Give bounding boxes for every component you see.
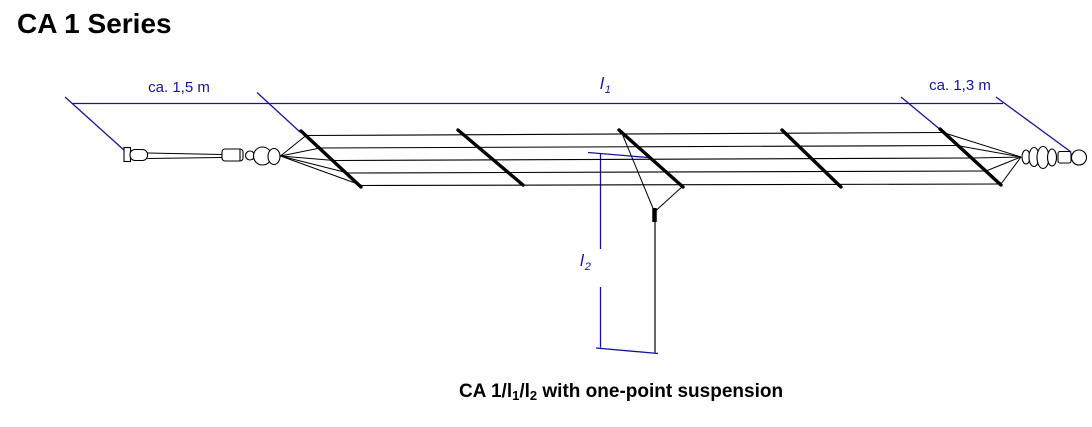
drop-dimension-bottom-tick	[595, 347, 659, 355]
dimension-label-right-span: ca. 1,3 m	[929, 77, 991, 94]
extension-line-far-left	[64, 96, 126, 152]
fan-wire	[280, 135, 307, 157]
dimension-label-main-span: l1	[600, 74, 611, 96]
shackle-loop-icon	[129, 148, 149, 162]
suspension-bridle-left	[620, 130, 654, 210]
dimension-label-main-base: l	[600, 74, 604, 93]
fan-wire	[280, 155, 349, 174]
caption-l1: l	[506, 381, 513, 402]
fan-wire	[985, 156, 1022, 172]
caption-l2-sub: 2	[529, 388, 538, 403]
dimension-label-left-span: ca. 1,5 m	[148, 79, 210, 96]
page-title: CA 1 Series	[17, 8, 172, 39]
suspension-assembly	[620, 130, 684, 353]
drop-dimension	[587, 151, 659, 355]
spreader-bar-5	[938, 127, 1003, 187]
right-end-hardware	[1021, 145, 1088, 170]
fan-wire	[280, 155, 335, 161]
dimension-label-main-sub: 1	[604, 84, 611, 96]
fan-wire	[280, 147, 321, 157]
spreader-bars	[299, 127, 1003, 189]
dimension-label-drop-sub: 2	[584, 261, 591, 273]
extension-line-left-spreader	[256, 92, 301, 133]
extension-line-far-right	[995, 96, 1072, 153]
dimension-lines	[64, 92, 1072, 355]
fan-wire	[942, 132, 1022, 158]
dimension-label-drop-base: l	[580, 251, 584, 270]
fan-wire	[956, 145, 1022, 158]
caption-l2: l	[524, 381, 530, 402]
drop-dimension-top-tick	[587, 151, 649, 159]
guy-rope-upper-edge	[147, 152, 223, 156]
spreader-bar-4	[780, 128, 843, 189]
wire-fan-right	[942, 132, 1022, 185]
figure-caption: CA 1/l1/l2 with one-point suspension	[421, 381, 821, 403]
fan-wire	[280, 155, 363, 186]
ferrule-icon	[1057, 150, 1072, 164]
caption-l1-sub: 1	[512, 388, 520, 403]
spreader-bar-1	[299, 129, 363, 189]
spreader-bar-2	[456, 128, 525, 187]
egg-insulator-cap-icon	[267, 147, 281, 166]
extension-line-right-spreader	[900, 96, 943, 132]
dimension-label-drop-span: l2	[580, 251, 591, 273]
rope-socket-icon	[221, 148, 244, 162]
spreader-bar-3	[617, 128, 685, 189]
eye-hook-icon	[1070, 149, 1088, 166]
wire-fan-left	[280, 135, 363, 186]
guy-rope-lower-edge	[147, 156, 223, 160]
caption-slash: /	[519, 381, 525, 402]
fan-wire	[970, 156, 1022, 159]
fan-wire	[1000, 156, 1022, 185]
caption-prefix: CA 1/	[458, 381, 507, 402]
caption-suffix: with one-point suspension	[537, 381, 784, 402]
left-end-hardware	[123, 146, 281, 166]
suspension-bridle-right	[655, 185, 684, 211]
strain-insulator-rib-icon	[1046, 148, 1058, 167]
